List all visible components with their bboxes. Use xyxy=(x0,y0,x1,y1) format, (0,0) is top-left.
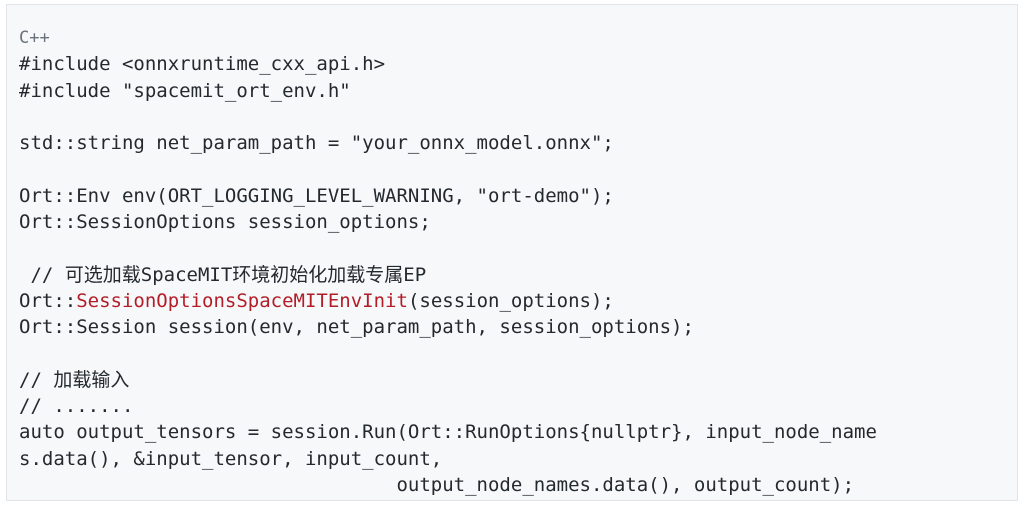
code-line-7: Ort::SessionOptions session_options; xyxy=(19,211,431,234)
code-line-16: s.data(), &input_tensor, input_count, xyxy=(19,447,443,470)
code-line-15: auto output_tensors = session.Run(Ort::R… xyxy=(19,421,877,444)
language-label: C++ xyxy=(19,28,50,48)
code-line-1: #include <onnxruntime_cxx_api.h> xyxy=(19,53,386,76)
code-line-11: Ort::Session session(env, net_param_path… xyxy=(19,316,694,339)
code-line-12-blank xyxy=(19,341,1017,367)
code-line-6: Ort::Env env(ORT_LOGGING_LEVEL_WARNING, … xyxy=(19,184,614,207)
code-line-4: std::string net_param_path = "your_onnx_… xyxy=(19,132,614,155)
code-line-2: #include "spacemit_ort_env.h" xyxy=(19,79,351,102)
code-line-17: output_node_names.data(), output_count); xyxy=(19,474,855,497)
code-line-3-blank xyxy=(19,104,1017,130)
code-comment-load-input: // 加载输入 xyxy=(19,368,130,391)
code-suffix: (session_options); xyxy=(407,289,614,312)
code-block: C++ #include <onnxruntime_cxx_api.h> #in… xyxy=(6,4,1018,501)
code-comment-ellipsis: // ....... xyxy=(19,395,134,418)
code-comment-line: // 可选加载SpaceMIT环境初始化加载专属EP xyxy=(19,263,427,286)
code-line-8-blank xyxy=(19,235,1017,261)
code-line-highlighted-call: Ort::SessionOptionsSpaceMITEnvInit(sessi… xyxy=(19,288,1017,314)
code-prefix: Ort:: xyxy=(19,289,77,312)
highlighted-function-name: SessionOptionsSpaceMITEnvInit xyxy=(76,289,408,312)
code-line-5-blank xyxy=(19,156,1017,182)
